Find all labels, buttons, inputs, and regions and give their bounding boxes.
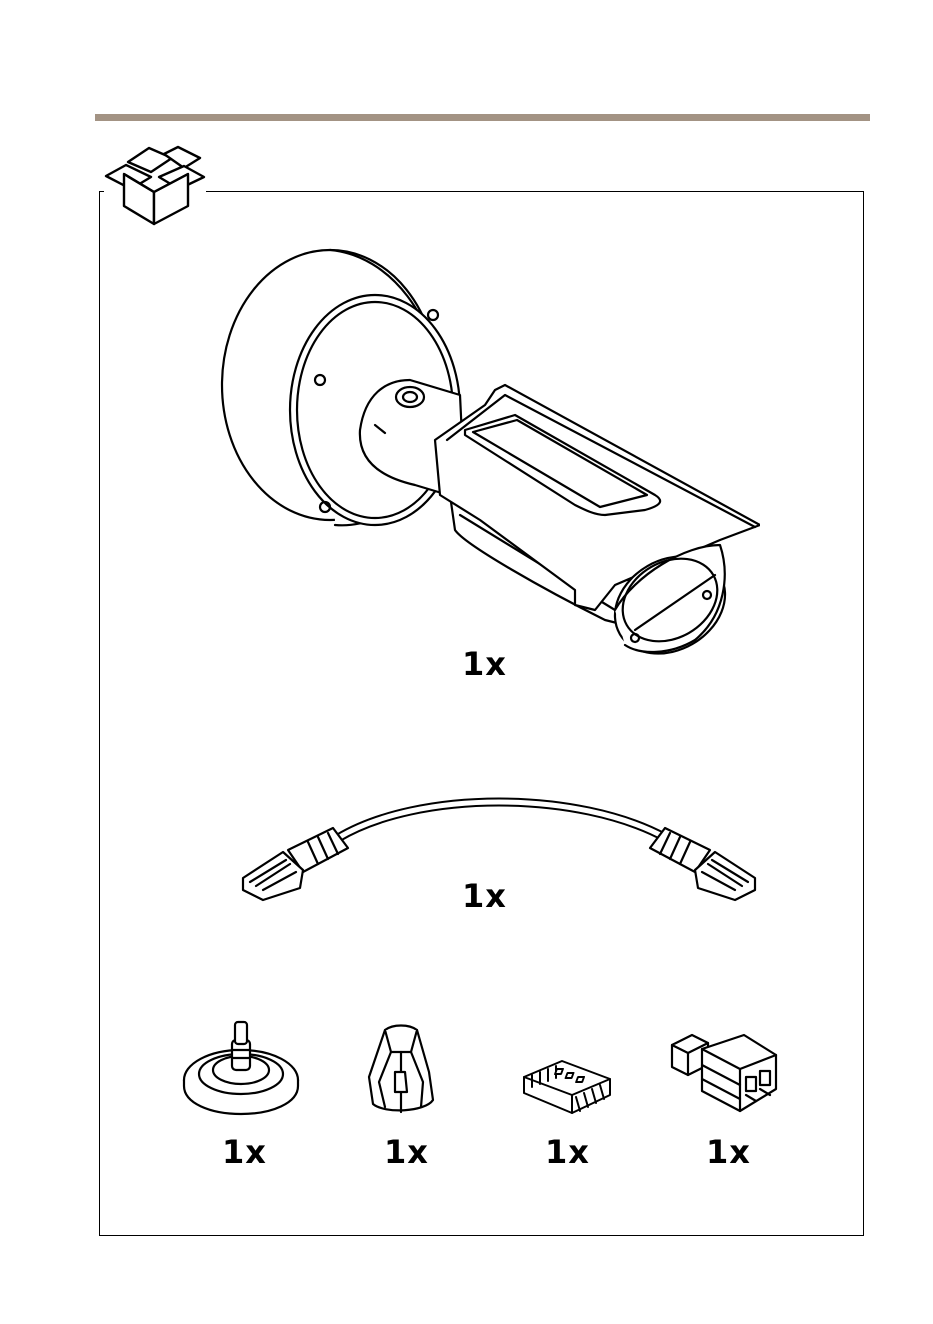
camera-quantity: 1x: [462, 648, 507, 680]
cable-clip-icon: [365, 1022, 437, 1116]
io-connector-quantity: 1x: [545, 1136, 590, 1168]
open-box-icon: [104, 144, 206, 228]
cable-gasket-icon: [182, 1018, 300, 1116]
power-connector-quantity: 1x: [706, 1136, 751, 1168]
header-rule: [95, 114, 870, 121]
power-connector-icon: [668, 1025, 780, 1115]
bullet-camera-icon: [215, 245, 760, 665]
cable-quantity: 1x: [462, 880, 507, 912]
terminal-block-connector-icon: [522, 1055, 614, 1115]
clip-quantity: 1x: [384, 1136, 429, 1168]
gasket-quantity: 1x: [222, 1136, 267, 1168]
